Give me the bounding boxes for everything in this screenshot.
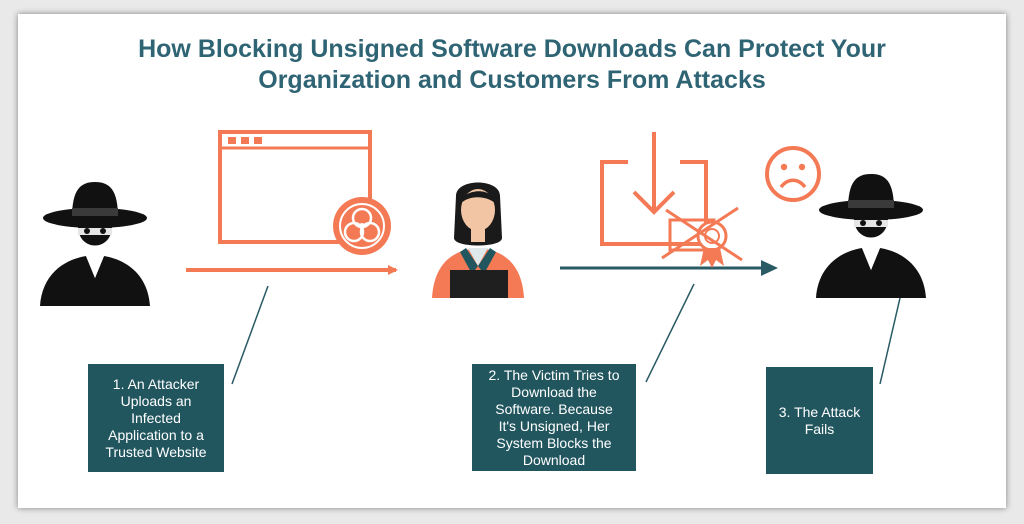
sad-face-icon xyxy=(765,146,821,202)
unsigned-certificate-icon xyxy=(661,206,743,268)
diagram-title: How Blocking Unsigned Software Downloads… xyxy=(18,34,1006,96)
biohazard-icon xyxy=(333,197,391,255)
callout-line-3 xyxy=(879,297,901,385)
step-3-text: 3. The Attack Fails xyxy=(778,403,861,437)
title-line-1: How Blocking Unsigned Software Downloads… xyxy=(138,35,886,63)
diagram-artwork xyxy=(40,130,926,385)
step-1-box: 1. An Attacker Uploads an Infected Appli… xyxy=(88,364,224,472)
attacker-icon xyxy=(40,182,150,306)
step-2-text: 2. The Victim Tries to Download the Soft… xyxy=(488,366,620,468)
browser-window-icon xyxy=(218,130,372,244)
diagram-card: How Blocking Unsigned Software Downloads… xyxy=(18,14,1006,508)
title-line-2: Organization and Customers From Attacks xyxy=(258,66,766,94)
victim-icon xyxy=(432,182,524,298)
step-2-box: 2. The Victim Tries to Download the Soft… xyxy=(472,364,636,471)
callout-line-1 xyxy=(231,285,269,385)
attacker-icon xyxy=(816,174,926,298)
step-1-text: 1. An Attacker Uploads an Infected Appli… xyxy=(105,375,207,460)
step-3-box: 3. The Attack Fails xyxy=(766,367,873,474)
download-icon xyxy=(600,132,708,246)
callout-line-2 xyxy=(645,283,695,383)
